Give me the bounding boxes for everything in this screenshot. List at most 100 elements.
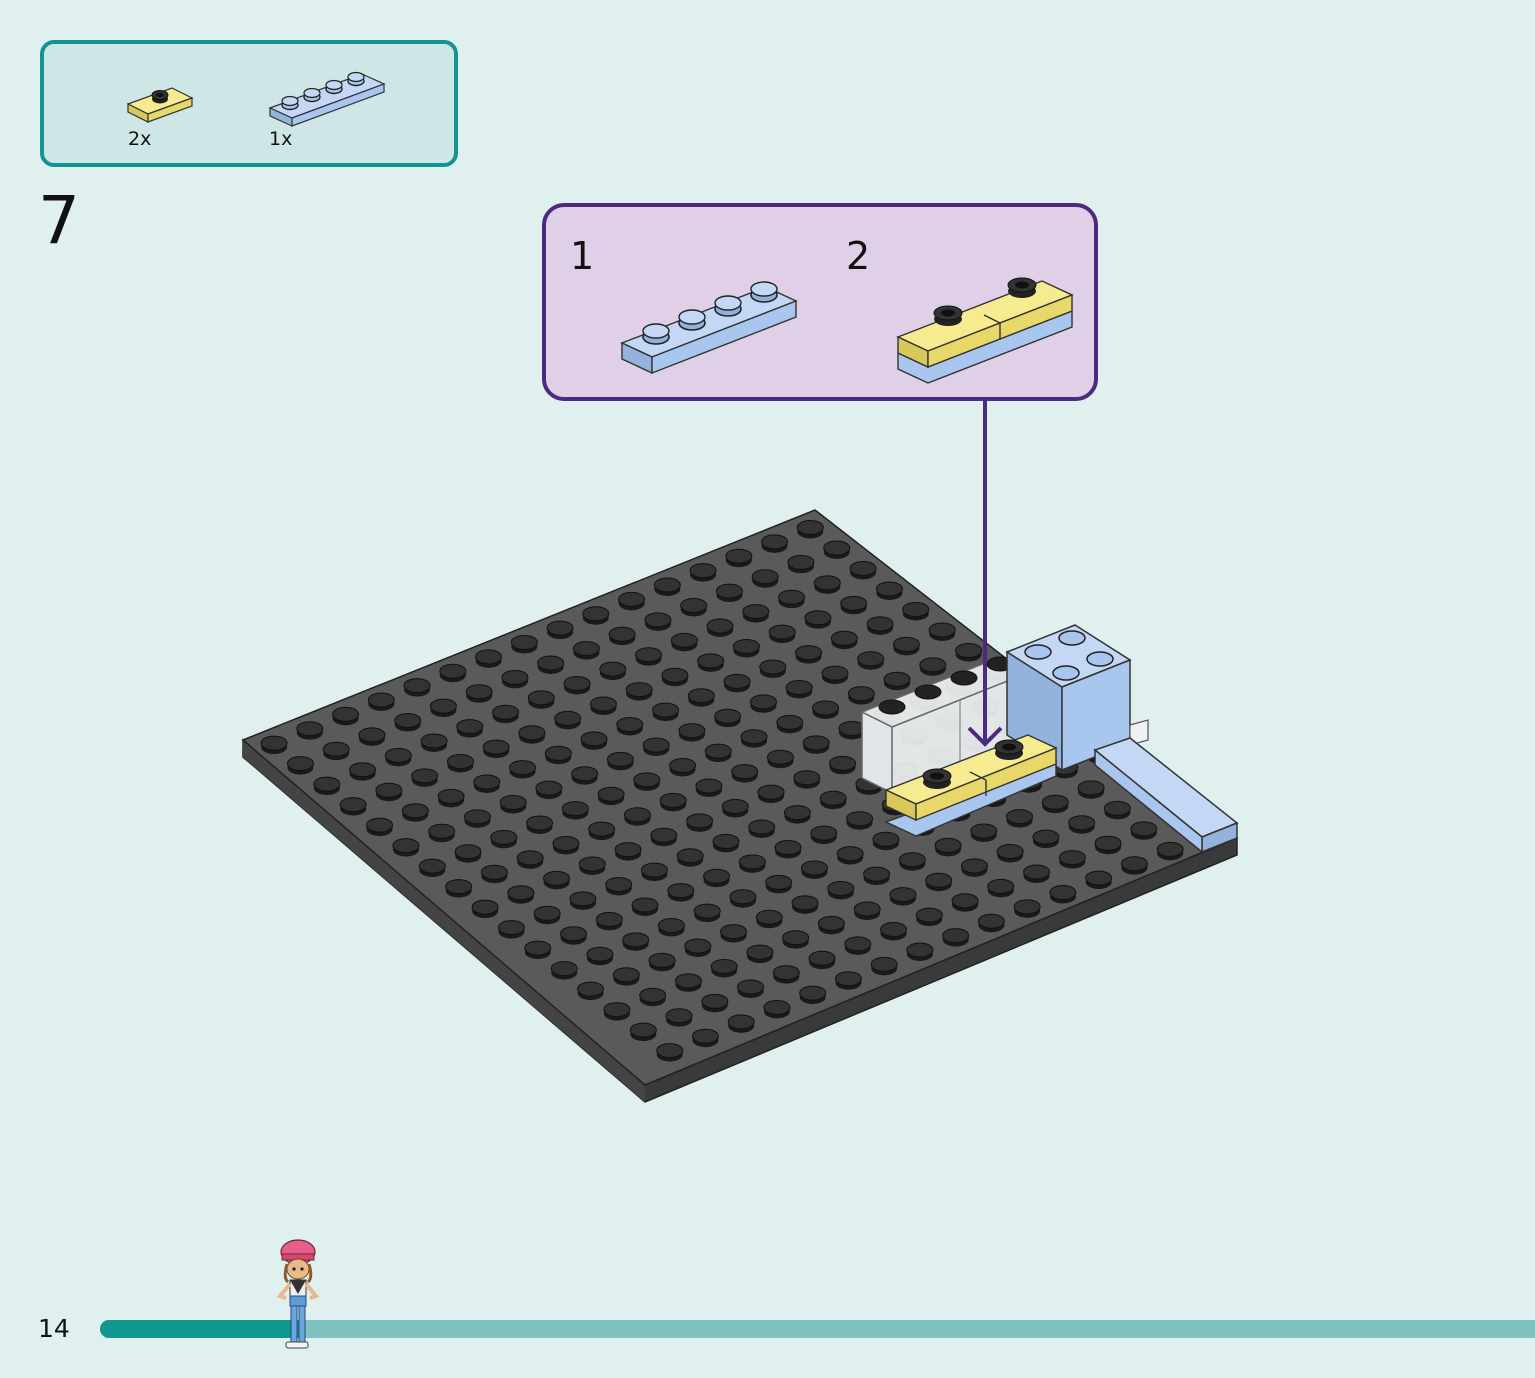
baseplate-stud (656, 1043, 684, 1059)
baseplate-stud (623, 807, 651, 823)
progress-bar-fill (100, 1320, 301, 1338)
baseplate-stud (625, 682, 653, 698)
baseplate-stud (712, 833, 740, 849)
baseplate-stud (339, 797, 367, 813)
baseplate-stud (729, 889, 757, 905)
baseplate-stud (819, 790, 847, 806)
baseplate-stud (838, 720, 866, 736)
baseplate-stud (1077, 780, 1105, 796)
baseplate-stud (473, 774, 501, 790)
baseplate-stud (560, 926, 588, 942)
baseplate-stud (349, 762, 377, 778)
baseplate-stud (603, 1002, 631, 1018)
baseplate-stud (358, 727, 386, 743)
baseplate-stud (787, 554, 815, 570)
baseplate-stud (987, 878, 1015, 894)
substep-number: 1 (570, 234, 595, 278)
baseplate-stud (652, 702, 680, 718)
baseplate-stud (977, 913, 1005, 929)
baseplate-stud (808, 950, 836, 966)
baseplate-stud (706, 618, 734, 634)
baseplate-stud (561, 801, 589, 817)
baseplate-stud (563, 675, 591, 691)
baseplate-stud (501, 669, 529, 685)
baseplate-stud (763, 999, 791, 1015)
baseplate-stud (955, 642, 983, 658)
baseplate-stud (703, 868, 731, 884)
baseplate-stud (537, 655, 565, 671)
baseplate-stud (749, 694, 777, 710)
baseplate-stud (571, 766, 599, 782)
baseplate-stud (524, 940, 552, 956)
baseplate-stud (454, 844, 482, 860)
baseplate-stud (642, 737, 670, 753)
yellow-plate-icon (126, 87, 194, 123)
baseplate-stud (509, 760, 537, 776)
baseplate-stud (599, 661, 627, 677)
part-yellow-plate: 2x (124, 82, 204, 152)
baseplate-stud (857, 651, 885, 667)
baseplate-stud (795, 645, 823, 661)
baseplate-stud (889, 887, 917, 903)
baseplate-stud (742, 604, 770, 620)
baseplate-stud (429, 698, 457, 714)
baseplate-stud (821, 665, 849, 681)
baseplate-stud (392, 838, 420, 854)
baseplate-stud (401, 803, 429, 819)
baseplate-stud (996, 843, 1024, 859)
baseplate-stud (480, 864, 508, 880)
baseplate-stud (829, 755, 857, 771)
baseplate-stud (578, 856, 606, 872)
baseplate-stud (659, 792, 687, 808)
baseplate-stud (1058, 850, 1086, 866)
baseplate-stud (783, 805, 811, 821)
baseplate-stud (1120, 856, 1148, 872)
baseplate-stud (527, 690, 555, 706)
baseplate-stud (492, 704, 520, 720)
baseplate-stud (674, 973, 702, 989)
baseplate-stud (732, 638, 760, 654)
baseplate-stud (375, 782, 403, 798)
baseplate-stud (572, 641, 600, 657)
baseplate-stud (456, 719, 484, 735)
baseplate-stud (1049, 884, 1077, 900)
baseplate-stud (631, 897, 659, 913)
baseplate-stud (605, 876, 633, 892)
baseplate-stud (689, 563, 717, 579)
baseplate-stud (550, 961, 578, 977)
baseplate-stud (552, 835, 580, 851)
baseplate-stud (721, 798, 749, 814)
baseplate-stud (898, 852, 926, 868)
baseplate-stud (678, 723, 706, 739)
substep-number: 2 (846, 234, 871, 278)
baseplate-stud (1094, 835, 1122, 851)
substep-callout-box: 1 2 (542, 203, 1098, 401)
baseplate-stud (915, 907, 943, 923)
baseplate-stud (1156, 841, 1184, 857)
baseplate-stud (766, 749, 794, 765)
baseplate-stud (691, 1028, 719, 1044)
baseplate-stud (497, 920, 525, 936)
baseplate-stud (1130, 821, 1158, 837)
baseplate-stud (1103, 800, 1131, 816)
baseplate-stud (761, 534, 789, 550)
baseplate-stud (934, 837, 962, 853)
baseplate-stud (812, 700, 840, 716)
baseplate-stud (657, 917, 685, 933)
baseplate-stud (650, 827, 678, 843)
baseplate-stud (951, 893, 979, 909)
baseplate-stud (715, 583, 743, 599)
baseplate-stud (827, 880, 855, 896)
baseplate-stud (546, 620, 574, 636)
baseplate-stud (906, 942, 934, 958)
baseplate-stud (772, 965, 800, 981)
baseplate-stud (720, 924, 748, 940)
baseplate-stud (260, 735, 288, 751)
baseplate-stud (589, 696, 617, 712)
baseplate-stud (791, 895, 819, 911)
baseplate-stud (695, 778, 723, 794)
baseplate-stud (471, 899, 499, 915)
baseplate-stud (785, 679, 813, 695)
parts-list-box: 2x 1x (40, 40, 458, 167)
